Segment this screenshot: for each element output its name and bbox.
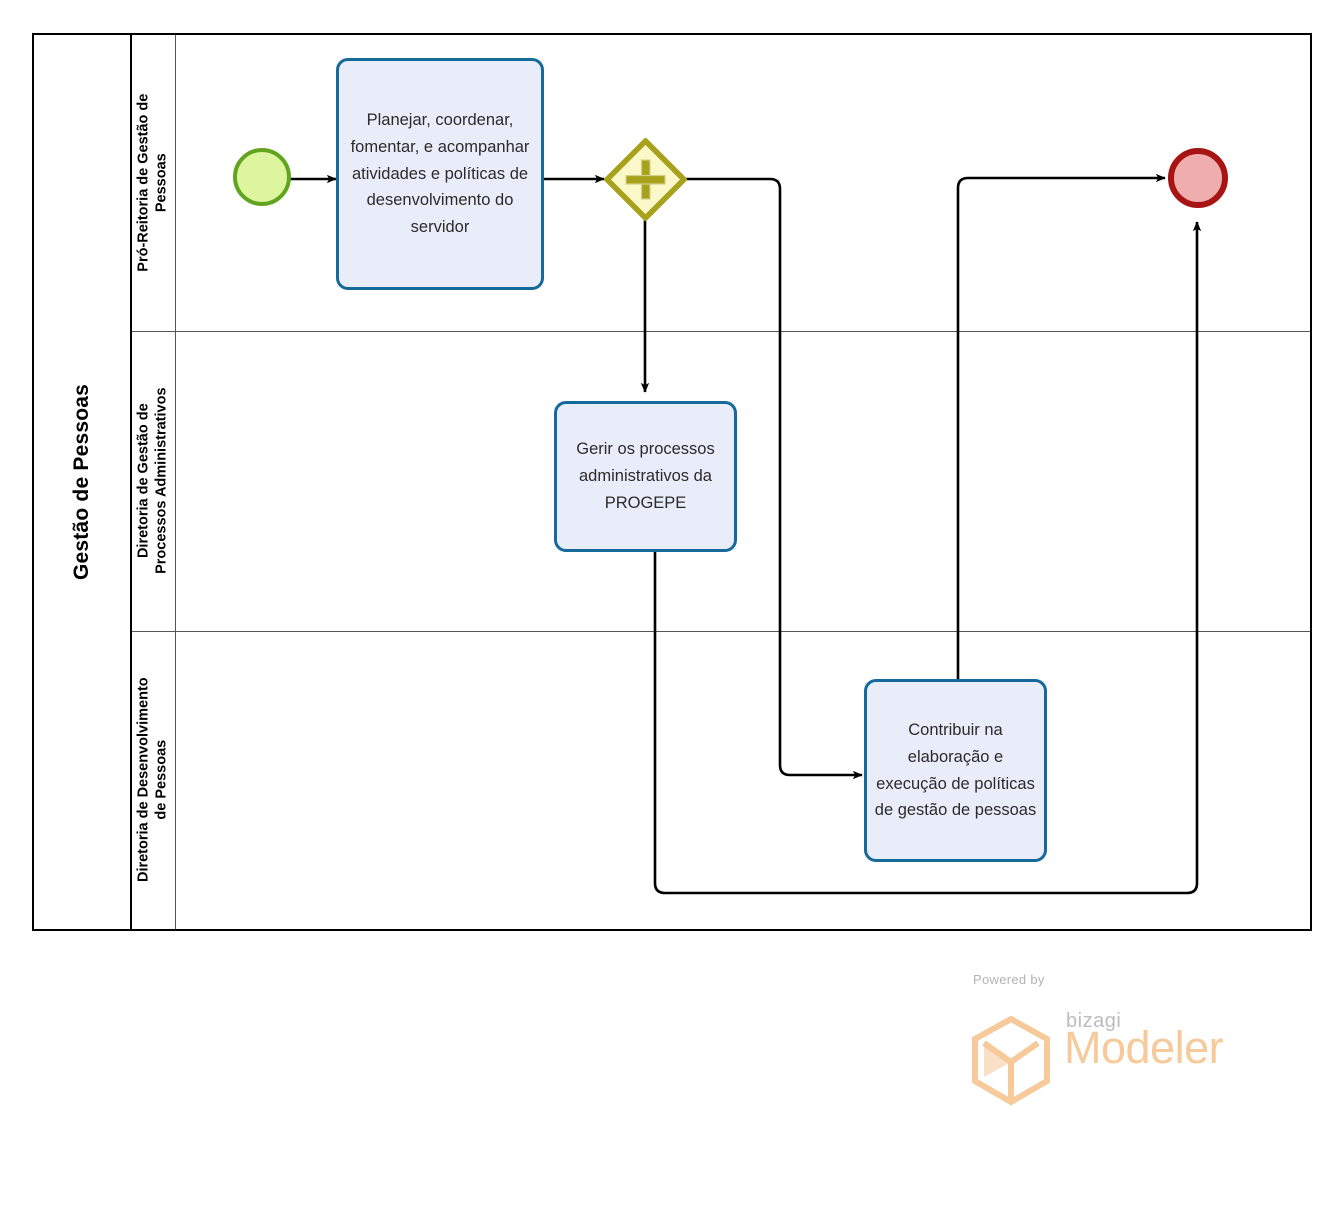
task-gerir-processos-administrativos[interactable]: Gerir os processos administrativos da PR… (554, 401, 737, 552)
start-event[interactable] (233, 148, 291, 206)
bizagi-watermark: Powered by bizagi Modeler (968, 972, 1258, 1106)
parallel-gateway[interactable] (603, 137, 688, 222)
end-event[interactable] (1168, 148, 1228, 208)
task-planejar-coordenar-fomentar[interactable]: Planejar, coordenar, fomentar, e acompan… (336, 58, 544, 290)
watermark-product: Modeler (1064, 1022, 1224, 1073)
watermark-brand: bizagi (1066, 1010, 1122, 1032)
parallel-gateway-shape (603, 137, 688, 222)
task-label: Contribuir na elaboração e execução de p… (874, 720, 1037, 820)
task-label: Planejar, coordenar, fomentar, e acompan… (350, 110, 530, 237)
task-label: Gerir os processos administrativos da PR… (576, 440, 715, 512)
task-contribuir-elaboracao-execucao[interactable]: Contribuir na elaboração e execução de p… (864, 679, 1047, 862)
pool-header: Gestão de Pessoas (34, 35, 132, 929)
bizagi-hexagon-logo (972, 1015, 1050, 1106)
watermark-powered-by: Powered by (973, 972, 1045, 987)
pool-title: Gestão de Pessoas (70, 384, 93, 580)
plus-icon (625, 159, 666, 200)
